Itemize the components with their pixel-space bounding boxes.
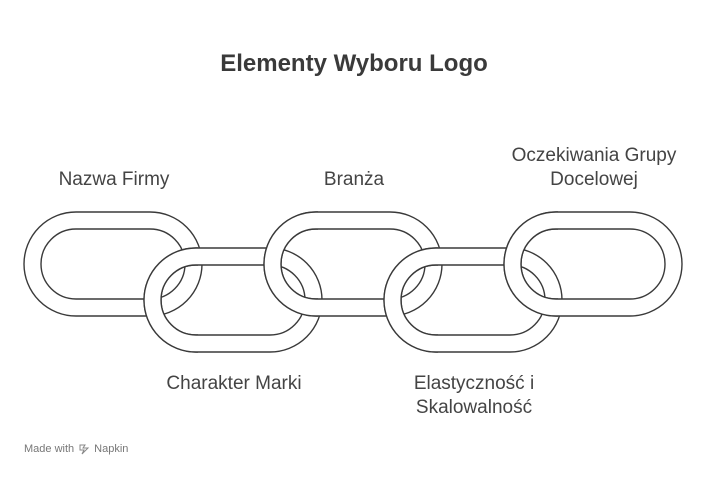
napkin-brand-text: Napkin <box>94 443 129 455</box>
napkin-logo-icon <box>78 443 90 455</box>
chain-link-2-overlap <box>143 247 198 353</box>
link-label-2: Charakter Marki <box>166 373 302 394</box>
link-label-4: Elastyczność i Skalowalność <box>413 373 535 418</box>
link-label-5: Oczekiwania Grupy Docelowej <box>511 145 677 190</box>
chain-link-4-overlap <box>383 247 438 353</box>
chain-link-5-overlap <box>503 211 558 317</box>
chain-link-3-overlap <box>263 211 318 317</box>
made-with-footer: Made with Napkin <box>24 443 128 455</box>
made-with-text: Made with <box>24 443 75 455</box>
link-label-3: Branża <box>323 169 385 190</box>
diagram-title: Elementy Wyboru Logo <box>220 50 488 77</box>
link-label-1: Nazwa Firmy <box>58 169 170 190</box>
